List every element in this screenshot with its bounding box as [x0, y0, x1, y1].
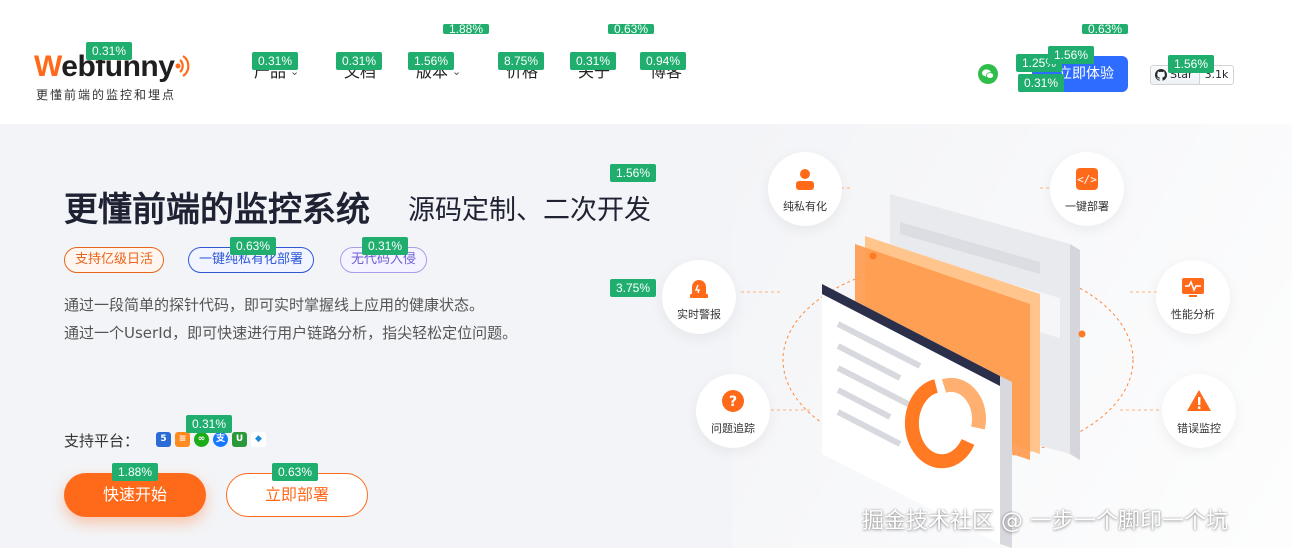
chevron-down-icon: ⌄ — [452, 65, 462, 78]
wechat-glyph-icon — [982, 69, 994, 79]
platform-label: 支持平台： — [64, 432, 140, 450]
feature-realtime-alert: 实时警报 — [662, 260, 736, 334]
hero-title: 更懂前端的监控系统 — [64, 190, 370, 230]
hero-subtitle: 源码定制、二次开发 — [408, 195, 651, 226]
click-rate-badge: 1.88% — [112, 463, 159, 481]
click-rate-badge: 0.94% — [640, 52, 687, 70]
chevron-down-icon: ⌄ — [290, 65, 300, 78]
logo-wordmark: Webfunny — [34, 50, 175, 84]
question-icon: ? — [722, 390, 744, 412]
click-rate-badge: 0.31% — [362, 237, 409, 255]
click-rate-badge: 1.56% — [610, 164, 657, 182]
click-rate-badge: 3.75% — [610, 279, 657, 297]
feature-label: 性能分析 — [1171, 308, 1215, 321]
layers-icon: ≡ — [175, 432, 190, 447]
feature-one-click-deploy: </> 一键部署 — [1050, 152, 1124, 226]
svg-text:?: ? — [729, 394, 737, 410]
pulse-icon — [1182, 278, 1204, 297]
click-rate-badge: 0.31% — [1018, 74, 1065, 92]
feature-label: 一键部署 — [1065, 200, 1109, 213]
hero-desc-line2: 通过一个UserId，即可快速进行用户链路分析，指尖轻松定位问题。 — [64, 324, 518, 342]
click-rate-badge: 0.63% — [1082, 24, 1129, 34]
brand-logo[interactable]: Webfunny 更懂前端的监控和埋点 — [34, 48, 194, 104]
feature-performance: 性能分析 — [1156, 260, 1230, 334]
deploy-now-button[interactable]: 立即部署 — [226, 473, 368, 517]
feature-error-monitor: 错误监控 — [1162, 374, 1236, 448]
signal-icon — [175, 55, 190, 77]
uniapp-icon: U — [232, 432, 247, 447]
user-icon — [796, 169, 814, 190]
feature-label: 问题追踪 — [711, 422, 755, 435]
click-rate-badge: 0.31% — [186, 415, 233, 433]
click-rate-badge: 0.63% — [230, 237, 277, 255]
svg-text:</>: </> — [1077, 173, 1097, 186]
click-rate-badge: 1.56% — [1048, 46, 1095, 64]
logo-w-letter: W — [34, 50, 62, 83]
hero-illustration: 纯私有化 </> 一键部署 实时警报 性能分析 ? 问题追踪 错误监控 — [600, 124, 1292, 548]
alipay-icon: 支 — [213, 432, 228, 447]
click-rate-badge: 0.63% — [608, 24, 655, 34]
html5-icon: 5 — [156, 432, 171, 447]
click-rate-badge: 0.63% — [272, 463, 319, 481]
click-rate-badge: 0.31% — [570, 52, 617, 70]
platform-icons: 5 ≡ ∞ 支 U ◆ — [156, 432, 266, 447]
click-rate-badge: 1.56% — [408, 52, 455, 70]
click-rate-badge: 1.56% — [1168, 55, 1215, 73]
feature-label: 错误监控 — [1177, 422, 1221, 435]
tag-billion-dau: 支持亿级日活 — [64, 247, 165, 273]
feature-label: 纯私有化 — [783, 200, 827, 213]
taro-icon: ◆ — [251, 432, 266, 447]
alarm-icon — [690, 280, 708, 298]
hero-desc-line1: 通过一段简单的探针代码，即可实时掌握线上应用的健康状态。 — [64, 296, 485, 314]
github-icon — [1155, 69, 1167, 81]
juejin-watermark: 掘金技术社区 @ 一步一个脚印一个坑 — [862, 509, 1228, 534]
click-rate-badge: 1.88% — [443, 24, 490, 34]
click-rate-badge: 0.31% — [252, 52, 299, 70]
warning-icon — [1187, 390, 1211, 411]
click-rate-badge: 8.75% — [498, 52, 545, 70]
feature-label: 实时警报 — [677, 308, 721, 321]
code-icon: </> — [1076, 168, 1098, 190]
wechat-icon[interactable] — [978, 64, 998, 84]
click-rate-badge: 0.31% — [336, 52, 383, 70]
feature-issue-tracking: ? 问题追踪 — [696, 374, 770, 448]
brand-tagline: 更懂前端的监控和埋点 — [36, 88, 177, 102]
feature-private-deploy: 纯私有化 — [768, 152, 842, 226]
click-rate-badge: 0.31% — [86, 42, 133, 60]
dashboard-illustration — [740, 187, 1165, 548]
wechat-miniapp-icon: ∞ — [194, 432, 209, 447]
